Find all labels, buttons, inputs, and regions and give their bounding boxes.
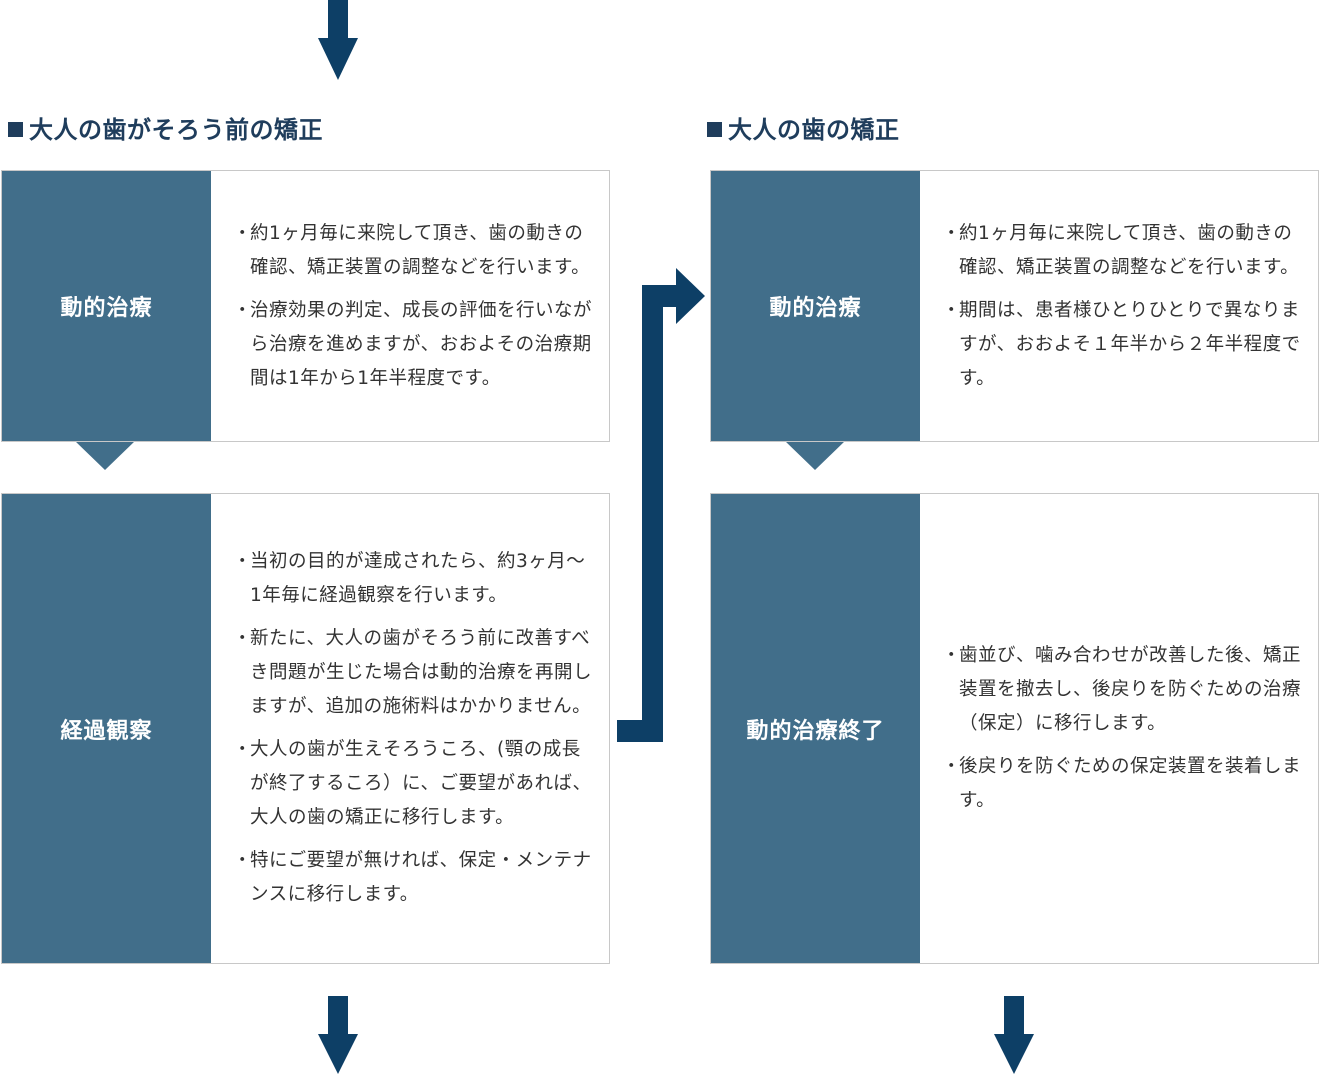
left-step-connector-icon [75,441,135,470]
right-section-heading: 大人の歯の矯正 [707,114,900,146]
list-item: ・大人の歯が生えそろうころ、(顎の成長が終了するころ）に、ご要望があれば、大人の… [233,739,592,828]
transition-arrow-icon [617,268,705,742]
list-item: ・当初の目的が達成されたら、約3ヶ月〜1年毎に経過観察を行います。 [233,551,586,606]
list-item: ・歯並び、噛み合わせが改善した後、矯正装置を撤去し、後戻りを防ぐための治療（保定… [942,645,1302,734]
step-label: 動的治療 [2,171,211,441]
square-bullet-icon [8,122,23,137]
right-step1-box: 動的治療 ・約1ヶ月毎に来院して頂き、歯の動きの確認、矯正装置の調整などを行いま… [710,170,1319,442]
step-description: ・約1ヶ月毎に来院して頂き、歯の動きの確認、矯正装置の調整などを行います。 ・期… [920,171,1318,441]
list-item: ・後戻りを防ぐための保定装置を装着します。 [942,756,1302,811]
right-step2-box: 動的治療終了 ・歯並び、噛み合わせが改善した後、矯正装置を撤去し、後戻りを防ぐた… [710,493,1319,964]
step-label: 動的治療 [711,171,920,441]
down-arrow-bottom-right-icon [994,996,1034,1074]
step-description: ・歯並び、噛み合わせが改善した後、矯正装置を撤去し、後戻りを防ぐための治療（保定… [920,494,1318,963]
square-bullet-icon [707,122,722,137]
bullet-list: ・約1ヶ月毎に来院して頂き、歯の動きの確認、矯正装置の調整などを行います。 ・期… [942,217,1306,396]
left-step2-box: 経過観察 ・当初の目的が達成されたら、約3ヶ月〜1年毎に経過観察を行います。 ・… [1,493,610,964]
list-item: ・特にご要望が無ければ、保定・メンテナンスに移行します。 [233,850,592,905]
list-item: ・約1ヶ月毎に来院して頂き、歯の動きの確認、矯正装置の調整などを行います。 [942,222,1300,278]
step-description: ・当初の目的が達成されたら、約3ヶ月〜1年毎に経過観察を行います。 ・新たに、大… [211,494,609,963]
bullet-list: ・歯並び、噛み合わせが改善した後、矯正装置を撤去し、後戻りを防ぐための治療（保定… [942,639,1306,818]
left-step1-box: 動的治療 ・約1ヶ月毎に来院して頂き、歯の動きの確認、矯正装置の調整などを行いま… [1,170,610,442]
list-item: ・約1ヶ月毎に来院して頂き、歯の動きの確認、矯正装置の調整などを行います。 [233,222,591,278]
list-item: ・期間は、患者様ひとりひとりで異なりますが、おおよそ１年半から２年半程度です。 [942,299,1301,389]
list-item: ・新たに、大人の歯がそろう前に改善すべき問題が生じた場合は動的治療を再開しますが… [233,628,593,717]
right-step-connector-icon [785,441,845,470]
bullet-list: ・約1ヶ月毎に来院して頂き、歯の動きの確認、矯正装置の調整などを行います。 ・治… [233,217,597,396]
list-item: ・治療効果の判定、成長の評価を行いながら治療を進めますが、おおよその治療期間は1… [233,299,593,389]
step-label: 経過観察 [2,494,211,963]
down-arrow-bottom-left-icon [318,996,358,1074]
left-section-heading: 大人の歯がそろう前の矯正 [8,114,323,146]
step-label: 動的治療終了 [711,494,920,963]
down-arrow-top-icon [318,0,358,80]
bullet-list: ・当初の目的が達成されたら、約3ヶ月〜1年毎に経過観察を行います。 ・新たに、大… [233,545,597,912]
step-description: ・約1ヶ月毎に来院して頂き、歯の動きの確認、矯正装置の調整などを行います。 ・治… [211,171,609,441]
